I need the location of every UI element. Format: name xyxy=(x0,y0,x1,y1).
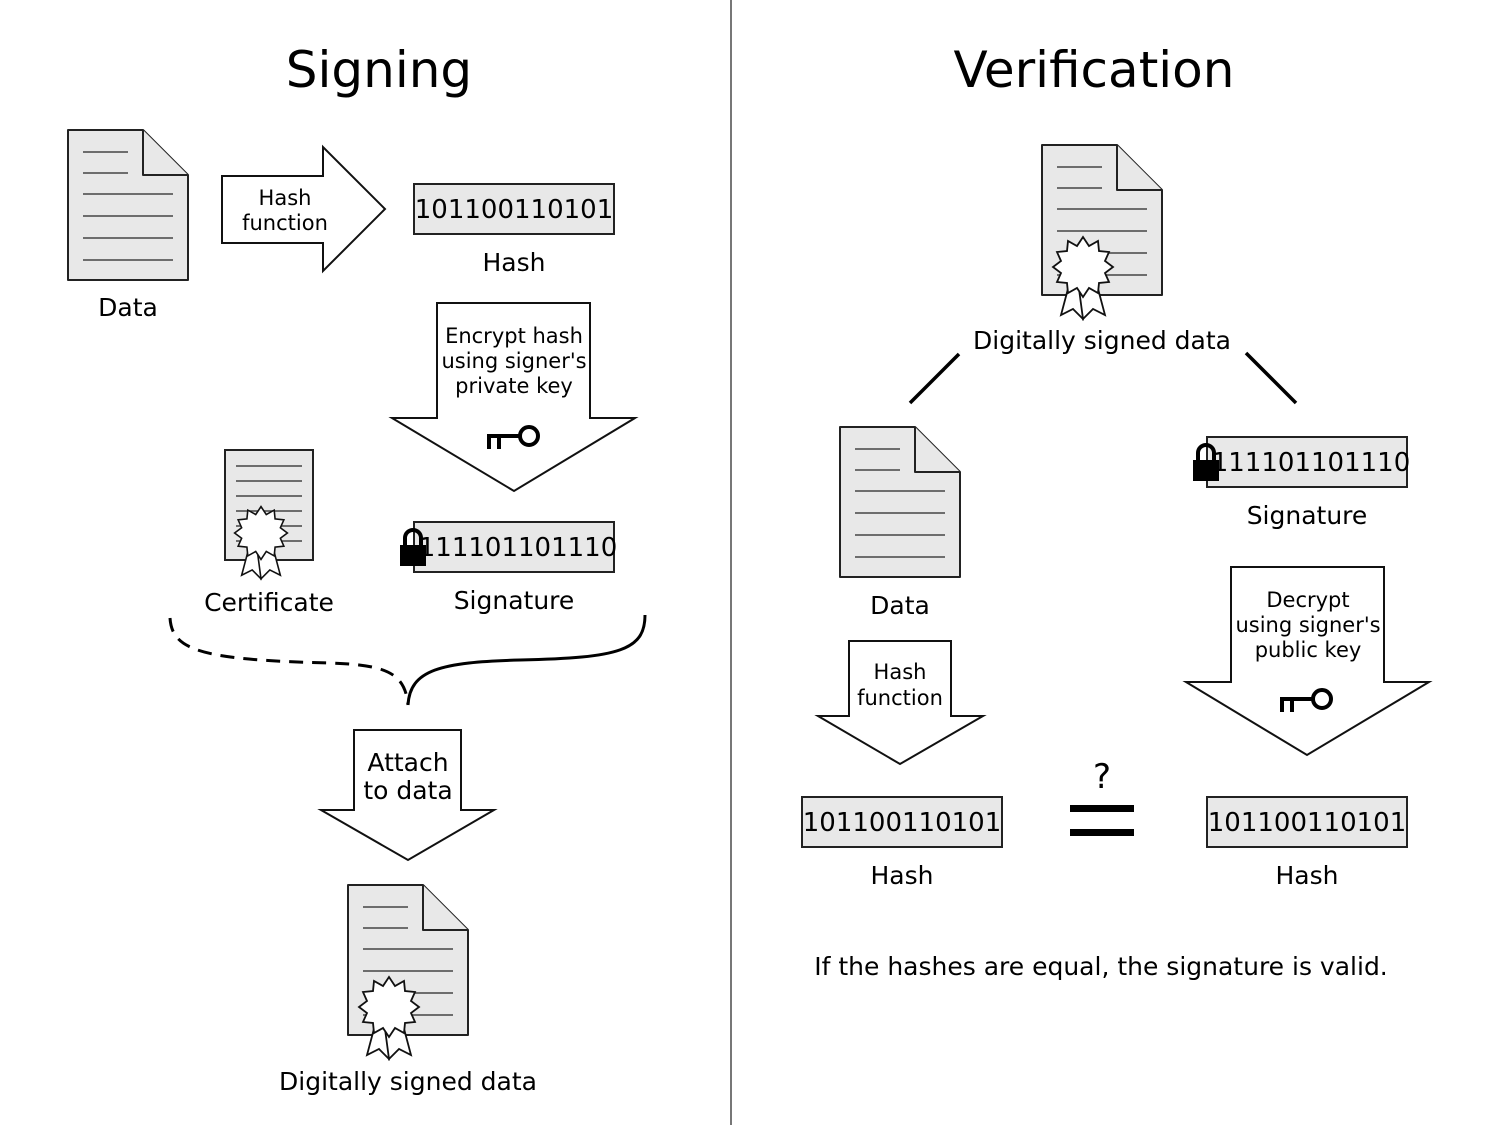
signing-hash-function-line2: function xyxy=(242,211,328,235)
signing-encrypt-arrow: Encrypt hash using signer's private key xyxy=(388,302,639,493)
signing-encrypt-line1: Encrypt hash xyxy=(445,324,583,348)
decrypt-line1: Decrypt xyxy=(1266,588,1349,612)
verification-title: Verification xyxy=(954,41,1235,99)
verification-hash-left-value: 101100110101 xyxy=(803,808,1002,838)
decrypt-line3: public key xyxy=(1255,638,1362,662)
verification-signature-label: Signature xyxy=(1247,501,1368,530)
attach-to-data-arrow: Attach to data xyxy=(317,729,498,862)
verification-signature-value: 111101101110 xyxy=(1212,448,1411,478)
signing-title: Signing xyxy=(286,41,472,99)
certificate-optional-brace xyxy=(168,617,410,706)
signing-hash-box xyxy=(413,183,615,235)
equality-question-icon: ? xyxy=(1070,757,1134,836)
verification-hash-function-line1: Hash xyxy=(874,660,927,684)
verification-hash-right-value: 101100110101 xyxy=(1208,808,1407,838)
verification-hash-left-label: Hash xyxy=(871,861,934,890)
verification-hash-function-line2: function xyxy=(857,686,943,710)
compare-question-mark: ? xyxy=(1093,757,1111,797)
verification-data-label: Data xyxy=(870,591,930,620)
split-line-left xyxy=(908,352,961,405)
signing-signature-value: 111101101110 xyxy=(419,533,618,563)
signing-hash-label: Hash xyxy=(483,248,546,277)
verification-hash-function-arrow: Hash function xyxy=(814,640,987,766)
signing-encrypt-line2: using signer's xyxy=(441,349,586,373)
signing-encrypt-line3: private key xyxy=(455,374,573,398)
verification-hash-left-box xyxy=(801,796,1003,848)
verification-signed-data-label: Digitally signed data xyxy=(973,326,1231,355)
decrypt-arrow: Decrypt using signer's public key xyxy=(1182,566,1433,757)
signing-signed-document-icon xyxy=(347,884,469,1060)
verification-hash-right-label: Hash xyxy=(1276,861,1339,890)
signing-data-label: Data xyxy=(98,293,158,322)
signing-signature-box xyxy=(413,521,615,573)
signing-signed-data-label: Digitally signed data xyxy=(279,1067,537,1096)
signature-brace xyxy=(406,614,647,706)
split-line-right xyxy=(1244,351,1298,405)
signing-signature-label: Signature xyxy=(454,586,575,615)
signing-data-document-icon xyxy=(67,129,189,281)
signing-hash-function-arrow: Hash function xyxy=(221,144,387,274)
certificate-label: Certificate xyxy=(204,588,334,617)
attach-line2: to data xyxy=(363,776,452,805)
attach-line1: Attach xyxy=(367,748,448,777)
signing-hash-function-line1: Hash xyxy=(259,186,312,210)
verification-data-document-icon xyxy=(839,426,961,578)
decrypt-line2: using signer's xyxy=(1235,613,1380,637)
verification-hash-right-box xyxy=(1206,796,1408,848)
verification-conclusion: If the hashes are equal, the signature i… xyxy=(814,952,1388,981)
verification-signed-document-icon xyxy=(1041,144,1163,320)
certificate-icon xyxy=(224,449,314,580)
signing-hash-value: 101100110101 xyxy=(415,195,614,225)
